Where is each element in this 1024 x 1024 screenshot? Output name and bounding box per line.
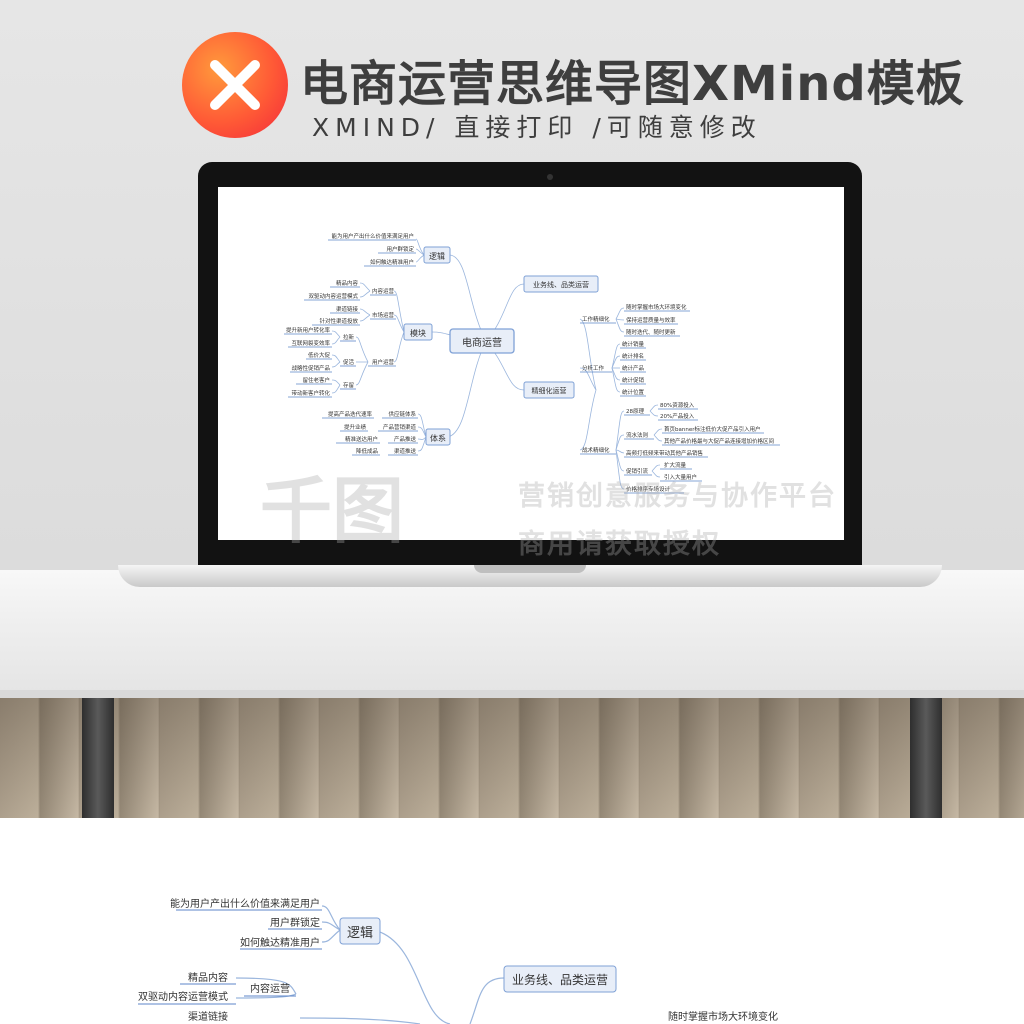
logic-item: 用户群锁定 <box>386 245 414 253</box>
promo-item: 战略性促销产品 <box>291 364 330 372</box>
laptop-notch <box>474 565 586 573</box>
module-node[interactable] <box>403 323 433 341</box>
logic-item-zoom: 如何触达精准用户 <box>240 936 320 949</box>
module-label: 模块 <box>410 328 426 338</box>
desk-edge <box>0 690 1024 698</box>
flow-item: 其他产品价格最与大促产品连接增加价格区间 <box>664 437 774 445</box>
analysis-item: 统计位置 <box>622 388 645 396</box>
retain-label: 存留 <box>343 381 355 389</box>
watermark-line2: 商用请获取授权 <box>518 529 721 560</box>
laptop-screen: 电商运营 逻辑 能为用户产出什么价值来满足用户 用户群锁定 如何触达精准用户 模… <box>218 187 844 540</box>
laptop-base <box>118 565 942 587</box>
analysis-item: 统计促销 <box>622 376 645 384</box>
market-ops-item-zoom: 渠道链接 <box>188 1010 228 1023</box>
content-ops-item-zoom: 精品内容 <box>188 971 228 984</box>
retain-item: 留住老客户 <box>302 376 330 384</box>
promo-label: 促活 <box>343 358 355 366</box>
highfreq-label: 高频打低频来带动其他产品销售 <box>626 449 703 457</box>
logic-label: 逻辑 <box>429 251 445 261</box>
promo-flow-item: 引入大量用户 <box>664 473 697 481</box>
promo-item: 低价大促 <box>308 351 331 359</box>
market-ops-item: 渠道链接 <box>336 305 359 313</box>
business-node[interactable] <box>523 275 599 293</box>
watermark-brand: 千图 <box>260 469 405 553</box>
root-node[interactable] <box>449 328 515 354</box>
work-item-zoom: 随时掌握市场大环境变化 <box>668 1010 778 1023</box>
refine-node[interactable] <box>523 381 575 399</box>
page-title: 电商运营思维导图XMind模板 <box>300 56 965 112</box>
desk-surface <box>0 570 1024 698</box>
content-ops-item: 精品内容 <box>336 279 359 287</box>
rule28-item: 20%产品投入 <box>660 412 695 420</box>
content-ops-item-zoom: 双驱动内容运营模式 <box>138 990 228 1003</box>
logic-item-zoom: 能为用户产出什么价值来满足用户 <box>170 897 320 910</box>
analysis-item: 统计销量 <box>622 340 645 348</box>
system-node[interactable] <box>425 428 451 446</box>
logic-label-zoom: 逻辑 <box>347 926 373 941</box>
mindmap-zoom: 逻辑 能为用户产出什么价值来满足用户 用户群锁定 如何触达精准用户 业务线、品类… <box>138 897 778 1024</box>
promo-flow-label: 促销引流 <box>626 467 649 475</box>
work-label: 工作精细化 <box>582 315 610 323</box>
work-item: 随时掌握市场大环境变化 <box>626 303 687 311</box>
market-ops-label: 市场运营 <box>372 311 395 319</box>
logic-node-zoom[interactable] <box>339 917 381 945</box>
pull-new-item: 互联网裂变效率 <box>291 339 330 347</box>
logic-node[interactable] <box>423 246 451 264</box>
market-ops-item: 针对性渠道投放 <box>319 317 358 325</box>
wood-floor <box>0 698 1024 818</box>
system-label: 体系 <box>430 433 446 443</box>
refine-label: 精细化运营 <box>532 386 567 395</box>
work-item: 保持运营质量与效率 <box>626 316 676 324</box>
xmind-logo-icon <box>182 32 288 138</box>
system-item: 降低成品 <box>356 447 379 455</box>
content-ops-item: 双驱动内容运营模式 <box>308 292 358 300</box>
price-label: 价格排序专场设计 <box>626 485 671 493</box>
pull-new-label: 拉新 <box>343 333 355 341</box>
analysis-item: 统计产品 <box>622 364 645 372</box>
work-item: 随时迭代、随时更新 <box>626 328 676 336</box>
system-sub: 产品营销渠道 <box>383 423 417 431</box>
system-sub: 渠道推送 <box>394 447 417 455</box>
business-node-zoom[interactable] <box>503 965 617 993</box>
webcam-icon <box>547 174 553 180</box>
promo-flow-item: 扩大流量 <box>664 461 687 469</box>
mindmap: 电商运营 逻辑 能为用户产出什么价值来满足用户 用户群锁定 如何触达精准用户 模… <box>284 232 780 494</box>
desk-leg-right <box>910 698 942 818</box>
business-label: 业务线、品类运营 <box>533 280 589 289</box>
analysis-item: 统计排名 <box>622 352 644 360</box>
content-ops-label: 内容运营 <box>372 287 395 295</box>
flow-label: 流水法则 <box>626 431 648 439</box>
system-item: 提升业绩 <box>344 423 367 431</box>
logic-item-zoom: 用户群锁定 <box>270 916 320 929</box>
flow-item: 首页banner标注低价大促产品引入用户 <box>664 425 760 433</box>
logic-item: 能为用户产出什么价值来满足用户 <box>331 232 414 240</box>
desk-leg-left <box>82 698 114 818</box>
page-subtitle: XMIND/ 直接打印 /可随意修改 <box>312 113 762 142</box>
mindmap-closeup: 逻辑 能为用户产出什么价值来满足用户 用户群锁定 如何触达精准用户 业务线、品类… <box>0 818 1024 1024</box>
system-sub: 供应链体系 <box>388 410 416 418</box>
user-ops-label: 用户运营 <box>372 358 395 366</box>
system-sub: 产品推送 <box>394 435 417 443</box>
content-ops-label-zoom: 内容运营 <box>250 982 290 995</box>
system-item: 提高产品迭代速率 <box>328 410 373 418</box>
watermark-line1: 营销创意服务与协作平台 <box>518 481 837 512</box>
analysis-label: 分析工作 <box>582 364 605 372</box>
retain-item: 带动新客户转化 <box>291 389 330 397</box>
system-item: 精准送达用户 <box>345 435 378 443</box>
tactics-label: 战术精细化 <box>582 446 610 454</box>
root-label: 电商运营 <box>462 336 502 349</box>
business-label-zoom: 业务线、品类运营 <box>512 972 608 987</box>
rule28-item: 80%资源投入 <box>660 401 695 409</box>
rule28-label: 28原理 <box>626 408 644 415</box>
pull-new-item: 提升新用户转化率 <box>286 326 331 334</box>
logic-item: 如何触达精准用户 <box>370 258 414 266</box>
